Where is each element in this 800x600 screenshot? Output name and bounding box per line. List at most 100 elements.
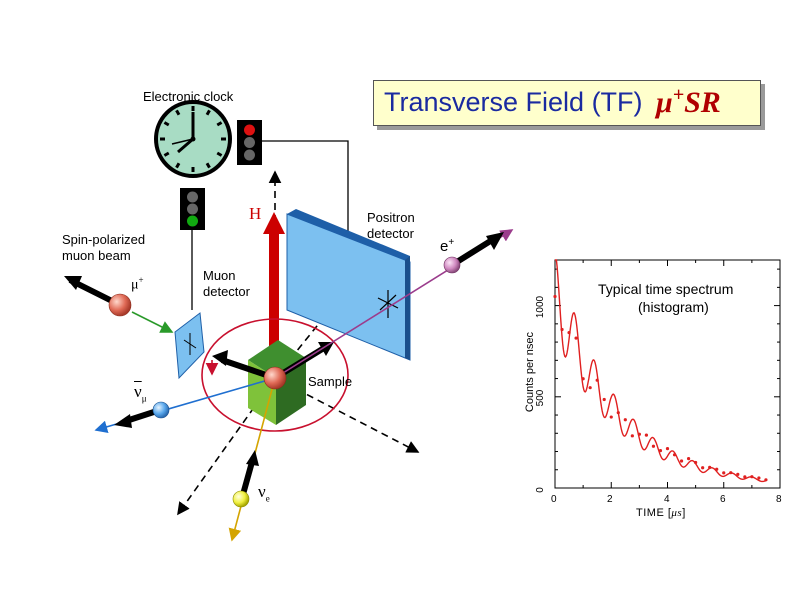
nu-mu-label: νμ	[134, 382, 147, 406]
spectrum-point	[623, 418, 627, 422]
spectrum-ytick-500: 500	[535, 389, 546, 407]
positron-label: e+	[440, 235, 454, 255]
nu-mu-track	[94, 377, 276, 434]
spectrum-point	[715, 467, 719, 471]
magnetic-field-arrow	[263, 212, 285, 372]
spectrum-xtick-8: 8	[776, 494, 782, 505]
spectrum-point	[574, 336, 578, 340]
spectrum-data	[553, 259, 768, 483]
nu-e-symbol: ν	[258, 482, 266, 501]
spectrum-xtick-6: 6	[720, 494, 726, 505]
positron-detector-label-line2: detector	[367, 226, 414, 241]
title-plus: +	[672, 84, 685, 106]
spectrum-title-line2: (histogram)	[638, 299, 709, 315]
title-box: Transverse Field (TF) μ+SR	[373, 80, 761, 126]
sample-label: Sample	[308, 374, 353, 389]
positron-charge: +	[448, 237, 455, 248]
spectrum-point	[764, 478, 768, 482]
muon-charge: +	[138, 275, 144, 285]
signal-wiring	[191, 140, 349, 310]
muon-detector-label-line2: detector	[203, 284, 250, 299]
spectrum-xtick-2: 2	[607, 494, 613, 505]
spectrum-point	[644, 433, 649, 437]
precession-ring	[201, 318, 349, 432]
spectrum-xlabel-text: TIME [	[636, 507, 672, 519]
spectrum-point	[722, 471, 726, 475]
spectrum-point	[651, 444, 656, 448]
spectrum-point	[679, 459, 684, 463]
spectrum-point	[588, 386, 592, 390]
spectrum-plot	[553, 259, 781, 489]
spectrum-point	[757, 476, 761, 480]
spectrum-point	[658, 449, 663, 453]
positron	[443, 256, 461, 274]
beam-label-line1: Spin-polarized	[62, 232, 146, 247]
incoming-muon	[64, 276, 174, 333]
traffic-light-start	[180, 188, 205, 230]
nu-e-subscript: e	[265, 493, 270, 504]
clock-hour-mark	[205, 162, 211, 169]
spectrum-point	[729, 471, 733, 475]
title-musr: μ+SR	[656, 84, 721, 120]
title-mu: μ	[656, 86, 673, 119]
positron-detector	[286, 209, 411, 361]
nu-mu-symbol: ν	[134, 382, 142, 401]
spectrum-point	[743, 475, 747, 479]
spectrum-point	[694, 460, 698, 465]
muon-detector-label-line1: Muon	[203, 268, 236, 283]
spectrum-point	[665, 447, 670, 451]
nu-mu-subscript: μ	[141, 393, 147, 404]
clock-hour-mark	[175, 109, 181, 116]
muon-detector	[174, 312, 205, 380]
spectrum-xlabel-unit: μs	[671, 507, 683, 519]
spectrum-ytick-1000: 1000	[535, 295, 546, 319]
spectrum-point	[736, 472, 740, 476]
spectrum-point	[581, 377, 585, 381]
spectrum-point	[701, 466, 705, 470]
clock-hour-mark	[205, 109, 211, 116]
traffic-light-stop	[237, 120, 262, 165]
title-text: Transverse Field (TF)	[384, 87, 643, 117]
spectrum-ylabel: Counts per nsec	[524, 331, 536, 413]
stopped-muon	[263, 366, 287, 390]
spectrum-point	[672, 453, 677, 457]
spectrum-ticks	[554, 260, 781, 489]
spectrum-point	[616, 411, 620, 415]
field-label: H	[249, 204, 262, 223]
clock-hour-mark	[216, 121, 223, 127]
spectrum-point	[560, 327, 564, 332]
spectrum-xtick-4: 4	[664, 494, 670, 505]
spectrum-point	[630, 434, 634, 438]
clock-label: Electronic clock	[143, 89, 234, 104]
nu-e-track	[228, 377, 276, 542]
spectrum-point	[602, 397, 606, 402]
spectrum-point	[595, 378, 599, 382]
spectrum-xtick-0: 0	[551, 494, 557, 505]
spectrum-ytick-0: 0	[535, 487, 546, 493]
clock-hour-mark	[163, 151, 170, 157]
spectrum-point	[750, 475, 754, 479]
spectrum-point	[553, 294, 557, 299]
spectrum-title-line1: Typical time spectrum	[598, 281, 734, 297]
clock-hour-mark	[175, 162, 181, 169]
nu-e-particle	[232, 490, 250, 508]
spectrum-point	[609, 415, 613, 419]
positron-track	[274, 229, 514, 379]
spectrum-point	[567, 330, 571, 335]
spectrum-point	[637, 432, 641, 436]
clock-hour-mark	[216, 151, 223, 157]
nu-mu-particle	[152, 401, 170, 419]
clock-hour-marks	[160, 106, 226, 172]
spectrum-point	[708, 465, 712, 469]
electronic-clock	[154, 100, 232, 178]
spectrum-point	[686, 457, 691, 461]
beam-label-line2: muon beam	[62, 248, 131, 263]
clock-hour-mark	[163, 121, 170, 127]
spectrum-xlabel-close: ]	[682, 507, 686, 519]
spectrum-xlabel: TIME [μs]	[636, 505, 686, 521]
muon-symbol: μ	[131, 277, 139, 293]
muon-label: μ+	[131, 272, 144, 294]
title-sr: SR	[684, 86, 721, 119]
